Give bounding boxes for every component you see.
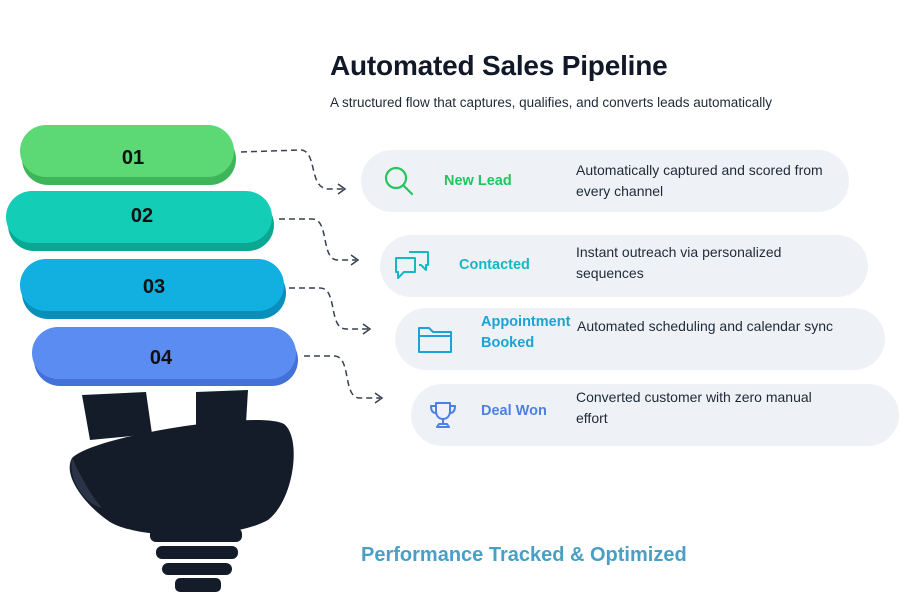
arrowhead-04: [374, 392, 384, 404]
band-04: 04: [32, 327, 298, 386]
folder-icon: [415, 308, 455, 370]
page-subtitle: A structured flow that captures, qualifi…: [330, 95, 772, 110]
band-04-label: 04: [150, 347, 173, 369]
bulb-thread-2: [156, 546, 238, 559]
band-02-label: 02: [131, 205, 153, 227]
connector-04: [304, 355, 380, 399]
stage-description: Instant outreach via personalized sequen…: [576, 244, 782, 281]
bulb-leg-right: [196, 390, 248, 425]
band-03-fill: [20, 259, 284, 311]
stage-label: New Lead: [444, 173, 512, 189]
stage-card-deal-won: Deal Won Converted customer with zero ma…: [411, 384, 899, 446]
stage-card-new-lead: New Lead Automatically captured and scor…: [361, 150, 849, 212]
connector-arrows: [240, 149, 384, 404]
bulb-tip: [175, 578, 221, 592]
arrowhead-01: [337, 183, 347, 195]
bulb-socket-highlight: [71, 458, 102, 508]
band-01: 01: [20, 125, 236, 185]
band-01-label: 01: [122, 147, 144, 169]
stage-description: Converted customer with zero manual effo…: [576, 389, 812, 426]
band-04-fill: [32, 327, 296, 379]
stage-label: Deal Won: [481, 403, 547, 419]
stage-card-appointment-booked: Appointment Booked Automated scheduling …: [395, 308, 885, 370]
page-title: Automated Sales Pipeline: [330, 50, 668, 81]
bulb-socket: [69, 419, 294, 536]
footer-tagline: Performance Tracked & Optimized: [361, 544, 687, 566]
connector-01: [240, 149, 343, 190]
arrowhead-02: [350, 254, 360, 266]
stage-description: Automated scheduling and calendar sync: [577, 318, 834, 334]
band-01-fill: [20, 125, 234, 177]
stage-label: Appointment Booked: [481, 314, 571, 351]
connector-03: [289, 287, 368, 330]
band-03: 03: [20, 259, 286, 319]
bulb-thread-1: [150, 528, 242, 542]
bulb-leg-left: [82, 392, 152, 440]
band-02-fill: [6, 191, 272, 243]
band-02: 02: [6, 191, 274, 251]
stage-label: Contacted: [459, 257, 530, 273]
arrowhead-03: [362, 323, 372, 335]
connector-02: [279, 218, 356, 261]
bulb-thread-3: [162, 563, 232, 575]
trophy-icon: [423, 384, 463, 446]
stage-description: Automatically captured and scored from e…: [576, 162, 823, 199]
stage-card-contacted: Contacted Instant outreach via personali…: [380, 235, 868, 297]
bulb-bands: 01 02 03 04: [6, 125, 298, 386]
bulb-base: [69, 390, 294, 592]
chat-bubbles-icon: [392, 235, 432, 297]
search-icon: [379, 150, 419, 212]
band-03-label: 03: [143, 276, 165, 298]
